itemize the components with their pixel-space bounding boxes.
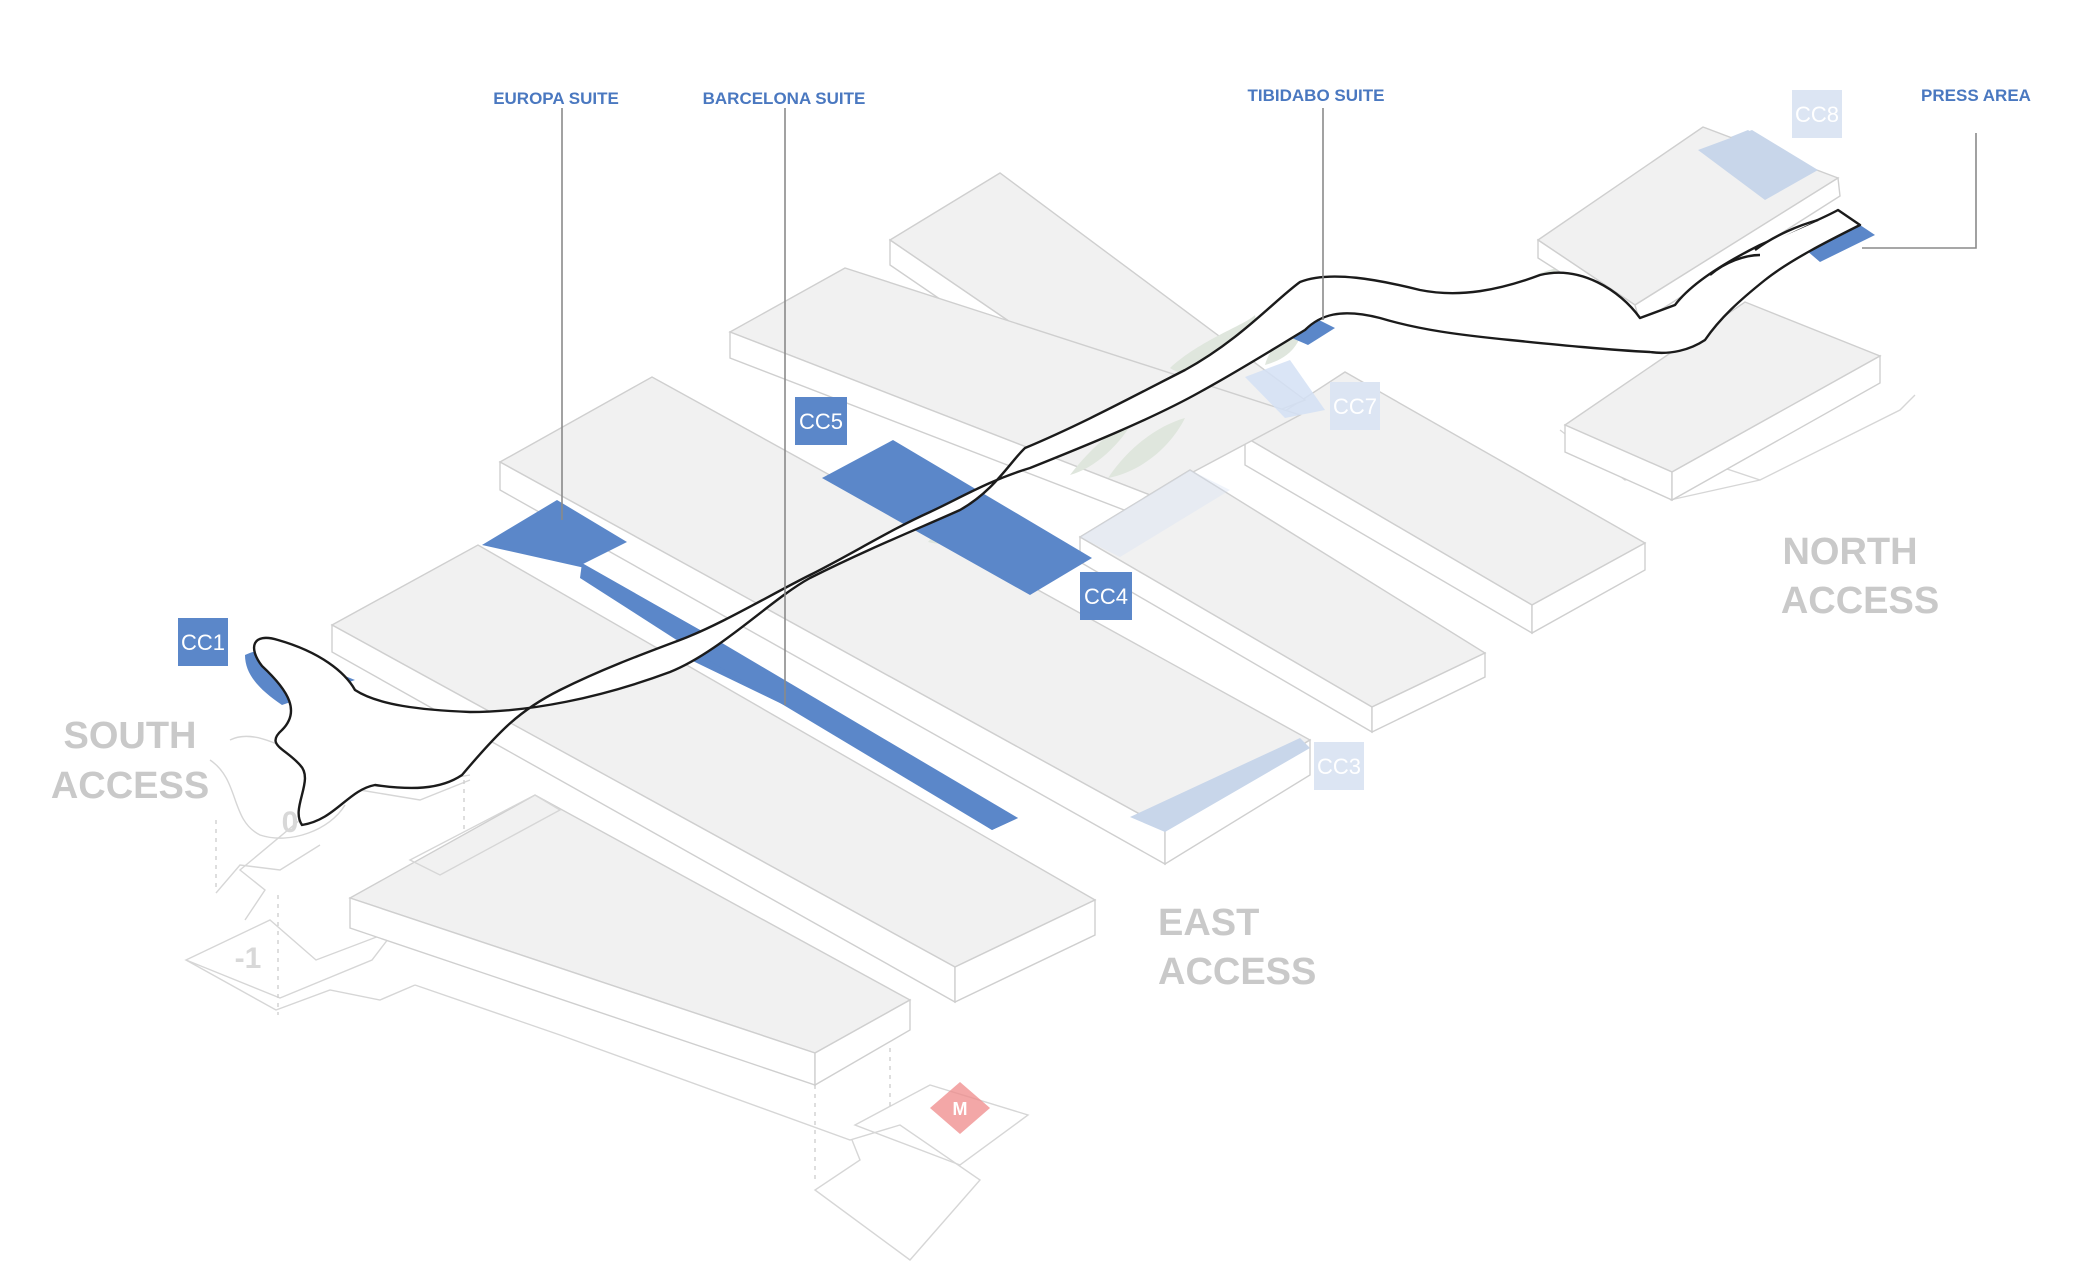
room-tag-cc4[interactable]: CC4	[1080, 572, 1132, 620]
hall-block-europa	[498, 376, 1312, 866]
room-tag-cc5[interactable]: CC5	[795, 397, 847, 445]
east-access-line-1: EAST	[1158, 902, 1259, 944]
room-tag-cc7-label: CC7	[1333, 394, 1377, 419]
room-tag-cc5-label: CC5	[799, 409, 843, 434]
cc5-zone	[822, 440, 1092, 595]
barcelona-suite-label: BARCELONA SUITE	[703, 89, 866, 108]
press-area-label: PRESS AREA	[1921, 86, 2031, 105]
room-tag-cc8-label: CC8	[1795, 102, 1839, 127]
hall-block-north-east	[1563, 301, 1882, 502]
room-tag-cc3[interactable]: CC3	[1314, 742, 1364, 790]
hall-block-basement-wedge	[348, 794, 912, 1087]
south-access-line-2: ACCESS	[51, 765, 209, 807]
room-tag-cc8[interactable]: CC8	[1792, 90, 1842, 138]
level-basement-label: -1	[235, 942, 262, 975]
room-tag-cc7[interactable]: CC7	[1330, 382, 1380, 430]
room-tag-cc1-label: CC1	[181, 630, 225, 655]
level-ground-label: 0	[282, 806, 299, 839]
north-access-line-1: NORTH	[1782, 531, 1917, 573]
walkway-route	[252, 208, 1862, 827]
leader-lines	[561, 108, 1977, 705]
press-area-zone	[1806, 225, 1875, 262]
room-tag-cc1[interactable]: CC1	[178, 618, 228, 666]
hall-block-cc4	[1078, 469, 1487, 734]
hall-block-cc7	[1243, 371, 1647, 635]
barcelona-suite-strip	[580, 563, 1018, 830]
east-access-line-2: ACCESS	[1158, 951, 1316, 993]
north-access-line-2: ACCESS	[1781, 580, 1939, 622]
room-tag-cc3-label: CC3	[1317, 754, 1361, 779]
tibidabo-suite-label: TIBIDABO SUITE	[1248, 86, 1385, 105]
cc3-zone	[1130, 738, 1310, 832]
room-tag-cc4-label: CC4	[1084, 584, 1128, 609]
cc7-zone	[1245, 360, 1325, 418]
basement-outline	[184, 394, 1916, 1261]
south-access-label: SOUTH ACCESS	[51, 715, 209, 807]
metro-label: M	[953, 1099, 968, 1119]
east-access-label: EAST ACCESS	[1158, 902, 1316, 993]
metro-station-marker[interactable]: M	[930, 1082, 990, 1134]
europa-suite-label: EUROPA SUITE	[493, 89, 619, 108]
tibidabo-suite-zone	[1285, 318, 1335, 345]
metro-icon	[930, 1082, 990, 1134]
south-access-line-1: SOUTH	[64, 715, 197, 757]
north-access-label: NORTH ACCESS	[1781, 531, 1939, 622]
